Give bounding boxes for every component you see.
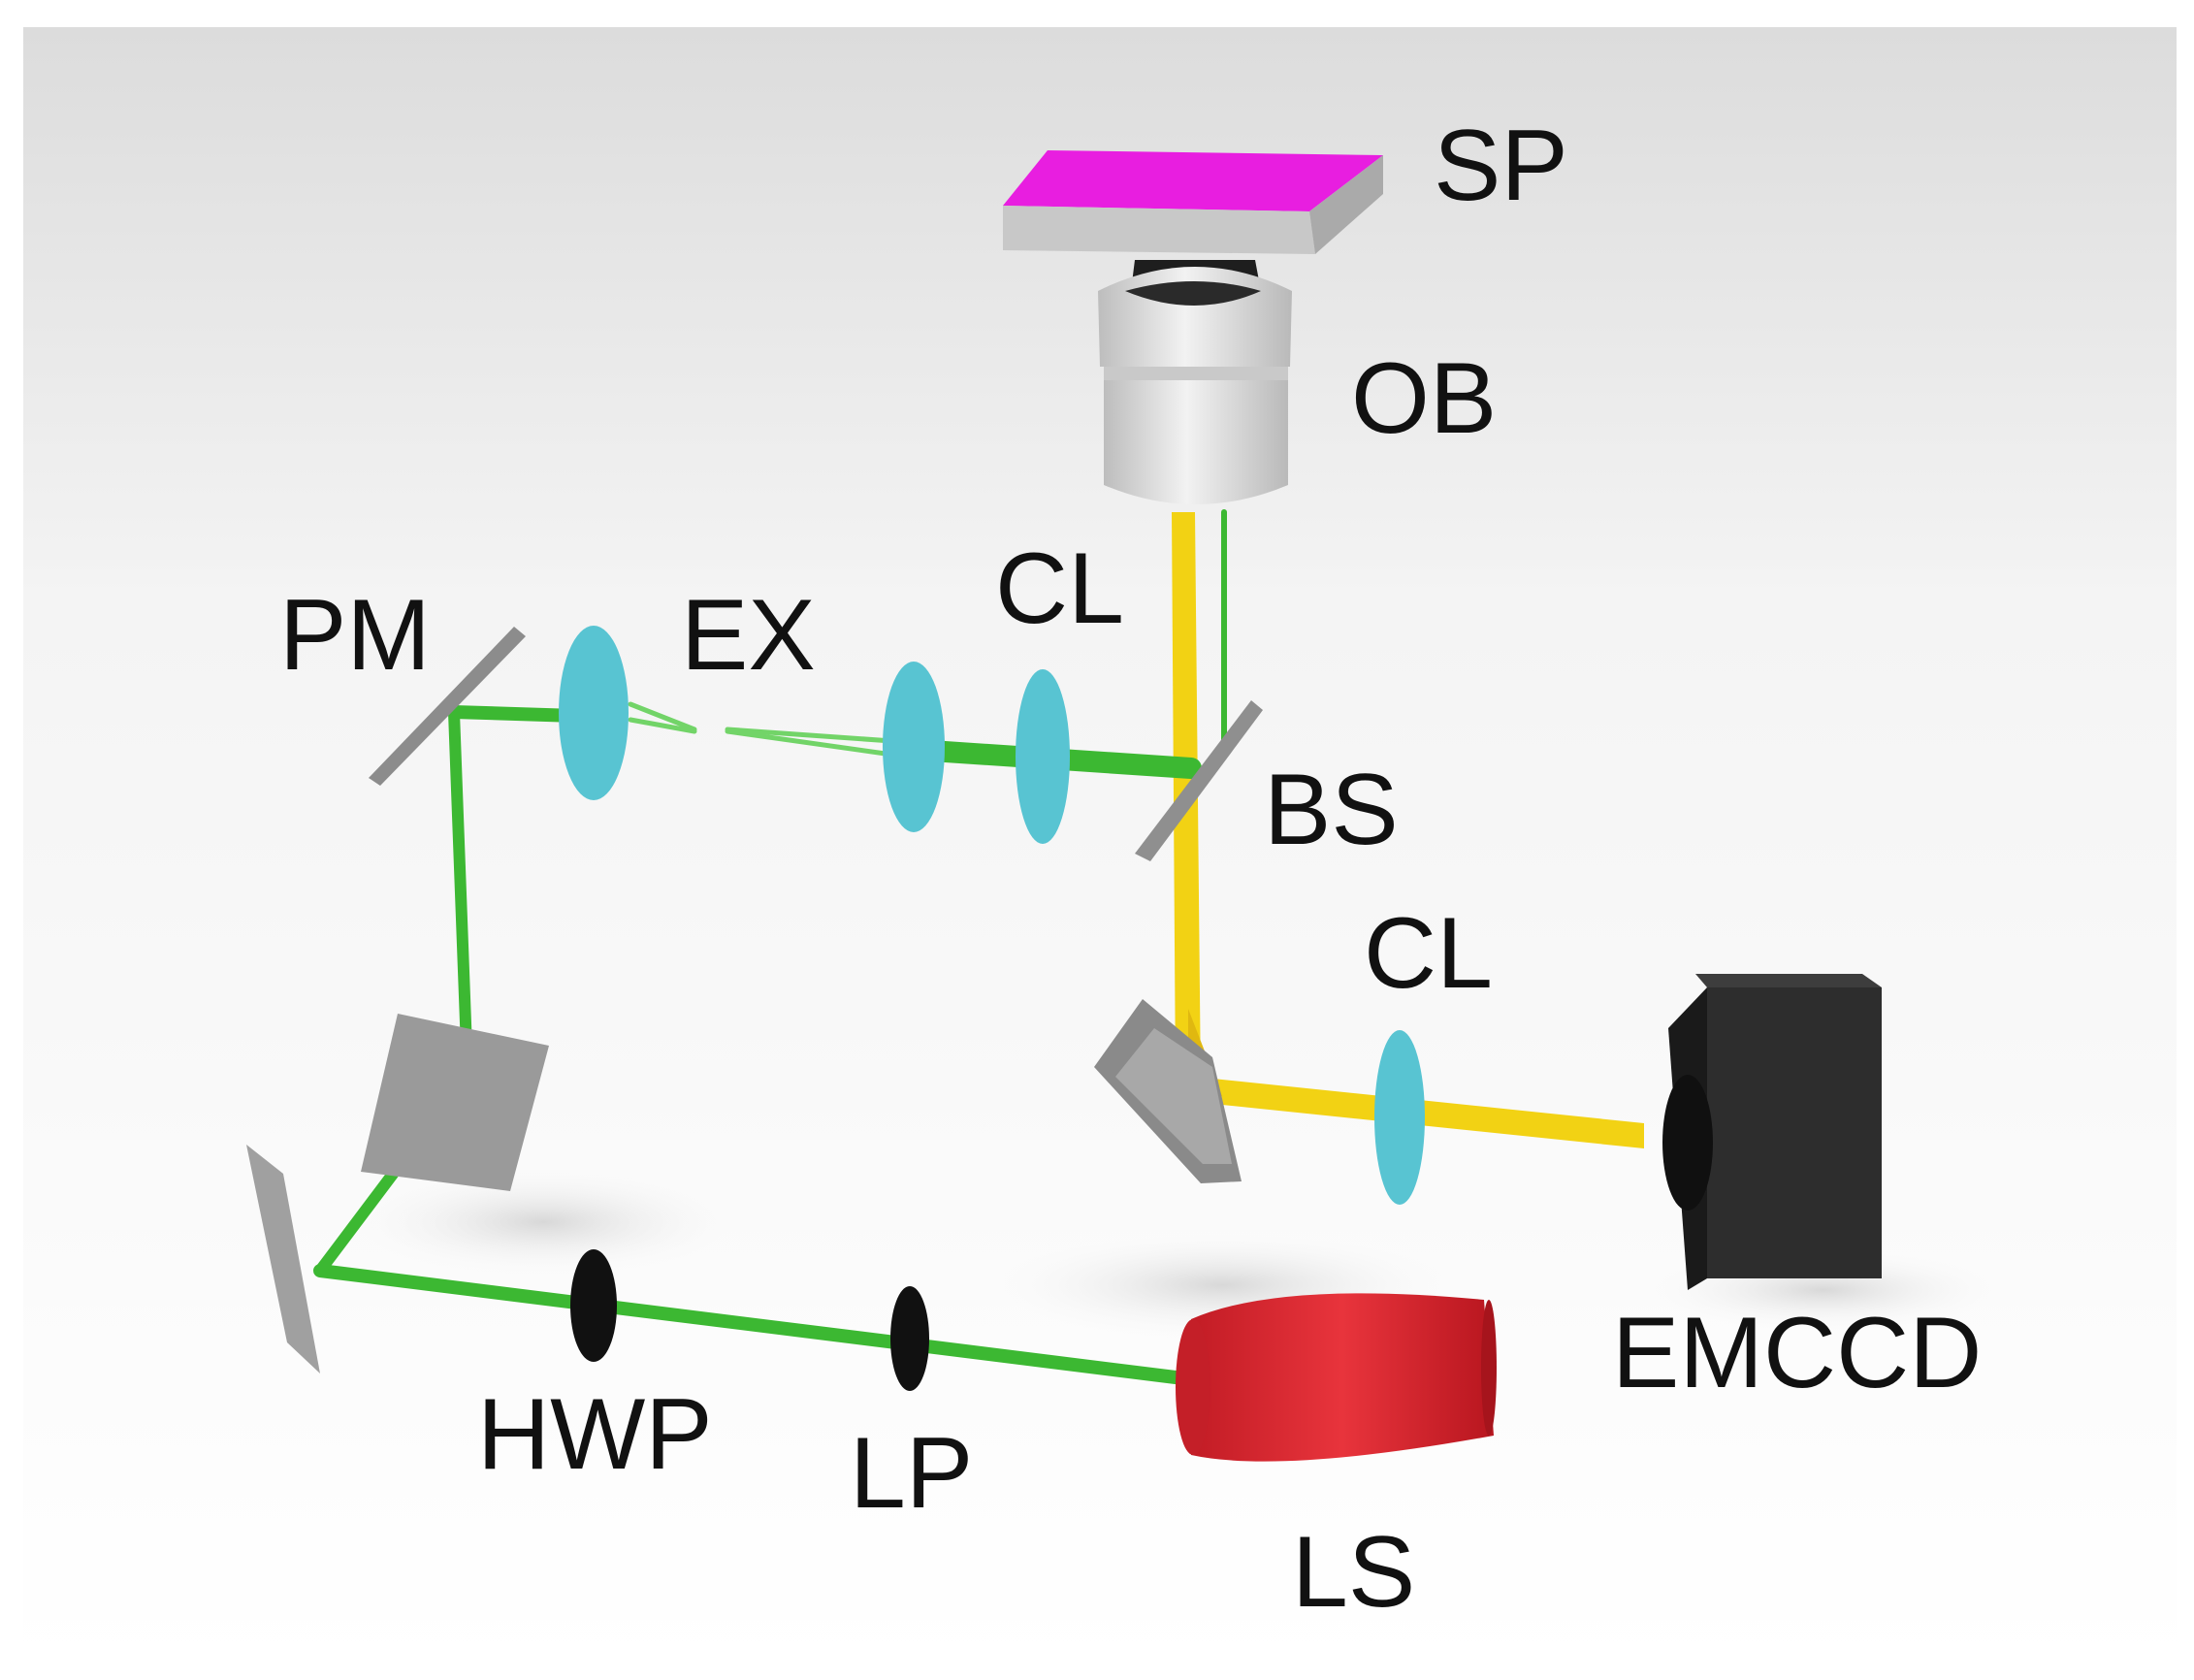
- label-emccd: EMCCD: [1612, 1297, 1982, 1409]
- folding-mirror-right: [1094, 999, 1242, 1183]
- half-wave-plate: [570, 1249, 617, 1362]
- label-ls: LS: [1292, 1516, 1415, 1629]
- folding-mirror-lower: [246, 1145, 320, 1373]
- label-ob: OB: [1351, 342, 1497, 455]
- label-pm: PM: [279, 579, 431, 692]
- objective-lens: [1098, 260, 1292, 504]
- label-lp: LP: [850, 1417, 973, 1530]
- sample-plate: [1003, 150, 1383, 254]
- collimating-lens-1: [883, 662, 945, 832]
- label-cl-top: CL: [995, 533, 1124, 645]
- emccd-camera: [1662, 974, 1882, 1290]
- label-cl-right: CL: [1364, 897, 1493, 1010]
- collimating-lens-3: [1374, 1030, 1425, 1205]
- background-panel: [23, 27, 2177, 1666]
- label-ex: EX: [681, 579, 816, 692]
- label-sp: SP: [1434, 110, 1568, 222]
- label-bs: BS: [1264, 754, 1399, 866]
- collimating-lens-2: [1016, 669, 1070, 844]
- beam-splitter: [1135, 700, 1263, 861]
- mirror-shadow: [330, 1164, 757, 1280]
- label-hwp: HWP: [477, 1378, 713, 1491]
- periscope-mirror: [369, 627, 526, 786]
- linear-polarizer: [890, 1286, 929, 1391]
- folding-mirror-upper: [361, 1014, 549, 1191]
- expander-lens: [559, 626, 629, 800]
- laser-source: [1176, 1293, 1497, 1462]
